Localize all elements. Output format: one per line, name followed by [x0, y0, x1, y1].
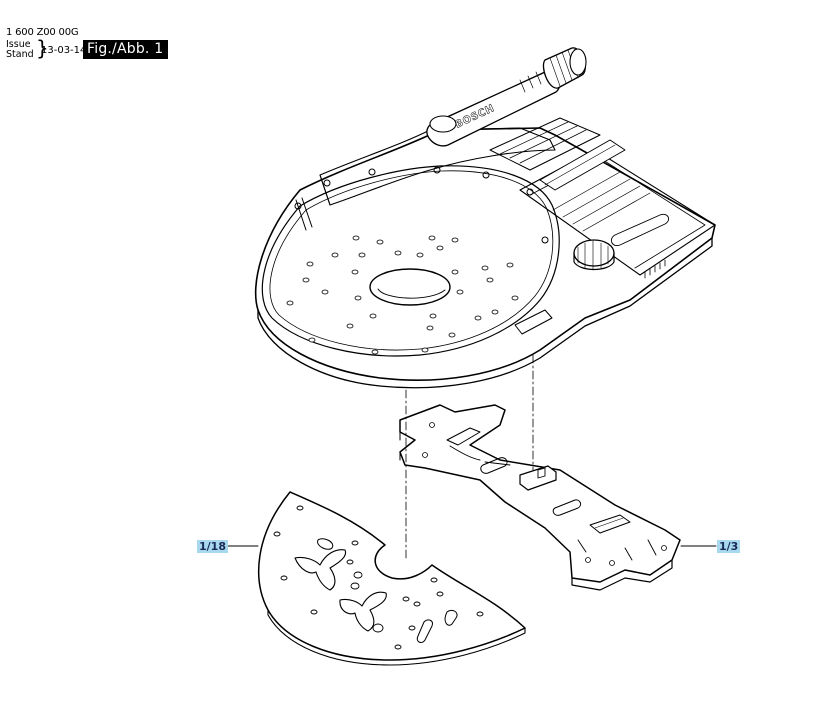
issue-label: Issue: [6, 39, 31, 50]
brace-glyph: }: [36, 36, 49, 60]
callout-part-1-18[interactable]: 1/18: [197, 540, 228, 553]
issue-date: 13-03-14: [41, 45, 87, 56]
guide-adapter-part: [399, 404, 681, 591]
router-base-plate: [254, 47, 716, 389]
stand-label: Stand: [6, 49, 34, 60]
figure-label: Fig./Abb. 1: [83, 40, 169, 59]
sub-base-plate-part: [258, 491, 526, 666]
callout-part-1-3[interactable]: 1/3: [717, 540, 741, 553]
part-code: 1 600 Z00 00G: [6, 27, 79, 38]
issue-stand-labels: Issue Stand: [6, 40, 34, 60]
